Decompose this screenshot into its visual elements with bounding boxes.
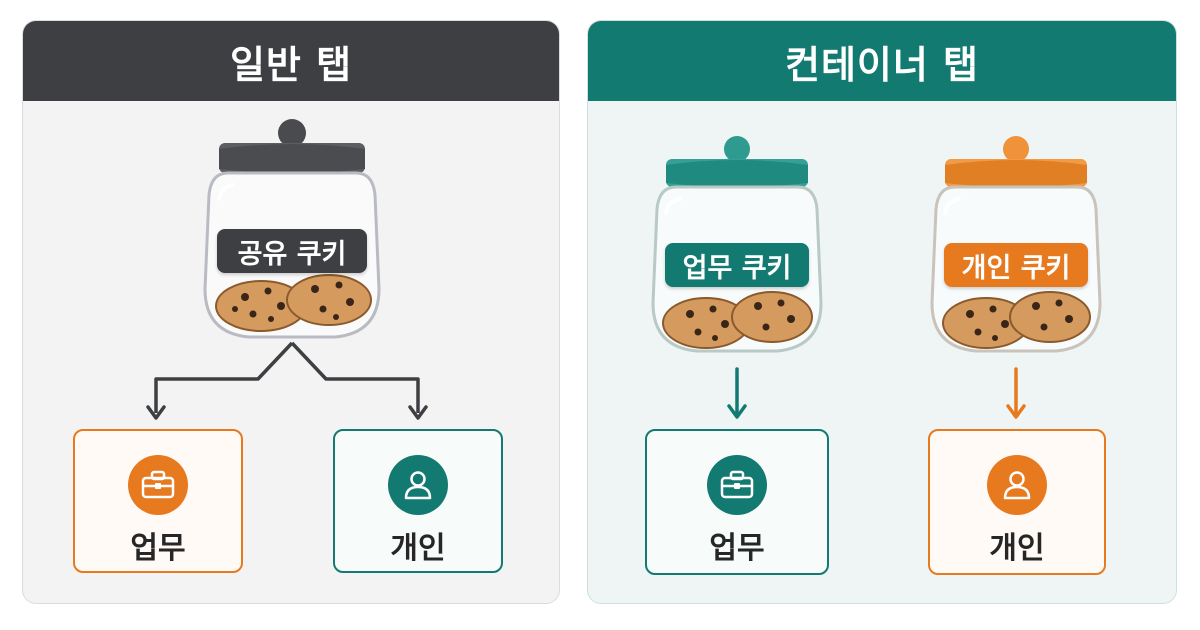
- container-tab-panel: 컨테이너 탭: [587, 20, 1177, 604]
- work-tab-label: 업무: [130, 531, 186, 566]
- work-container-label: 업무: [709, 531, 765, 566]
- personal-cookie-label: 개인 쿠키: [944, 243, 1088, 287]
- regular-tab-panel: 일반 탭: [22, 20, 560, 604]
- person-icon: [404, 471, 432, 500]
- person-icon: [1003, 471, 1031, 500]
- personal-container-card: 개인: [928, 429, 1106, 575]
- cookie: [215, 280, 307, 332]
- regular-tab-title: 일반 탭: [23, 21, 559, 101]
- cookie: [662, 297, 750, 349]
- shared-cookie-label: 공유 쿠키: [217, 229, 367, 273]
- person-badge: [987, 455, 1047, 515]
- container-tab-title: 컨테이너 탭: [588, 21, 1176, 101]
- briefcase-icon: [141, 470, 175, 499]
- briefcase-badge: [707, 455, 767, 515]
- shared-cookie-jar: [203, 119, 381, 339]
- cookie: [731, 291, 813, 343]
- work-cookie-label: 업무 쿠키: [665, 243, 809, 287]
- personal-arrow: [1006, 367, 1026, 419]
- work-container-card: 업무: [645, 429, 829, 575]
- work-arrow: [727, 367, 747, 419]
- briefcase-icon: [720, 470, 754, 499]
- personal-container-label: 개인: [989, 531, 1045, 566]
- person-badge: [388, 455, 448, 515]
- personal-tab-label: 개인: [390, 531, 446, 566]
- cookie: [942, 297, 1030, 349]
- personal-tab-card: 개인: [333, 429, 503, 573]
- work-tab-card: 업무: [73, 429, 243, 573]
- cookie: [286, 274, 372, 326]
- split-arrows: [146, 341, 428, 420]
- cookie: [1009, 291, 1091, 343]
- briefcase-badge: [128, 455, 188, 515]
